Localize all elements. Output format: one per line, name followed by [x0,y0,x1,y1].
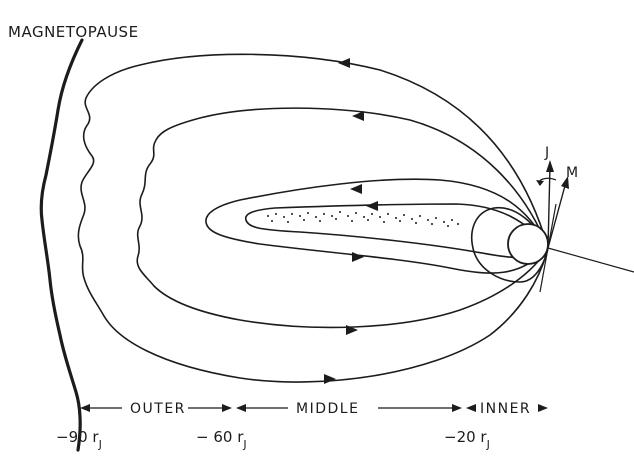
magnetopause-boundary [41,40,82,450]
region-inner-label: INNER [480,401,531,417]
region-outer-label: OUTER [130,401,186,417]
spin-axis-label: J [544,145,549,161]
field-line-sheet-loop [246,204,548,258]
jupiter-planet [508,224,548,264]
field-line-middle-outer [137,108,548,327]
magnetic-axis-label: M [566,165,578,181]
axes-indicator [536,160,634,292]
plasma-sheet-dots [267,211,459,227]
field-line-inner-loop [206,179,548,273]
distance-20-label: −20 rJ [444,428,490,451]
magnetopause-title: MAGNETOPAUSE [8,23,139,41]
region-middle-label: MIDDLE [296,401,359,417]
distance-60-label: − 60 rJ [196,428,247,451]
